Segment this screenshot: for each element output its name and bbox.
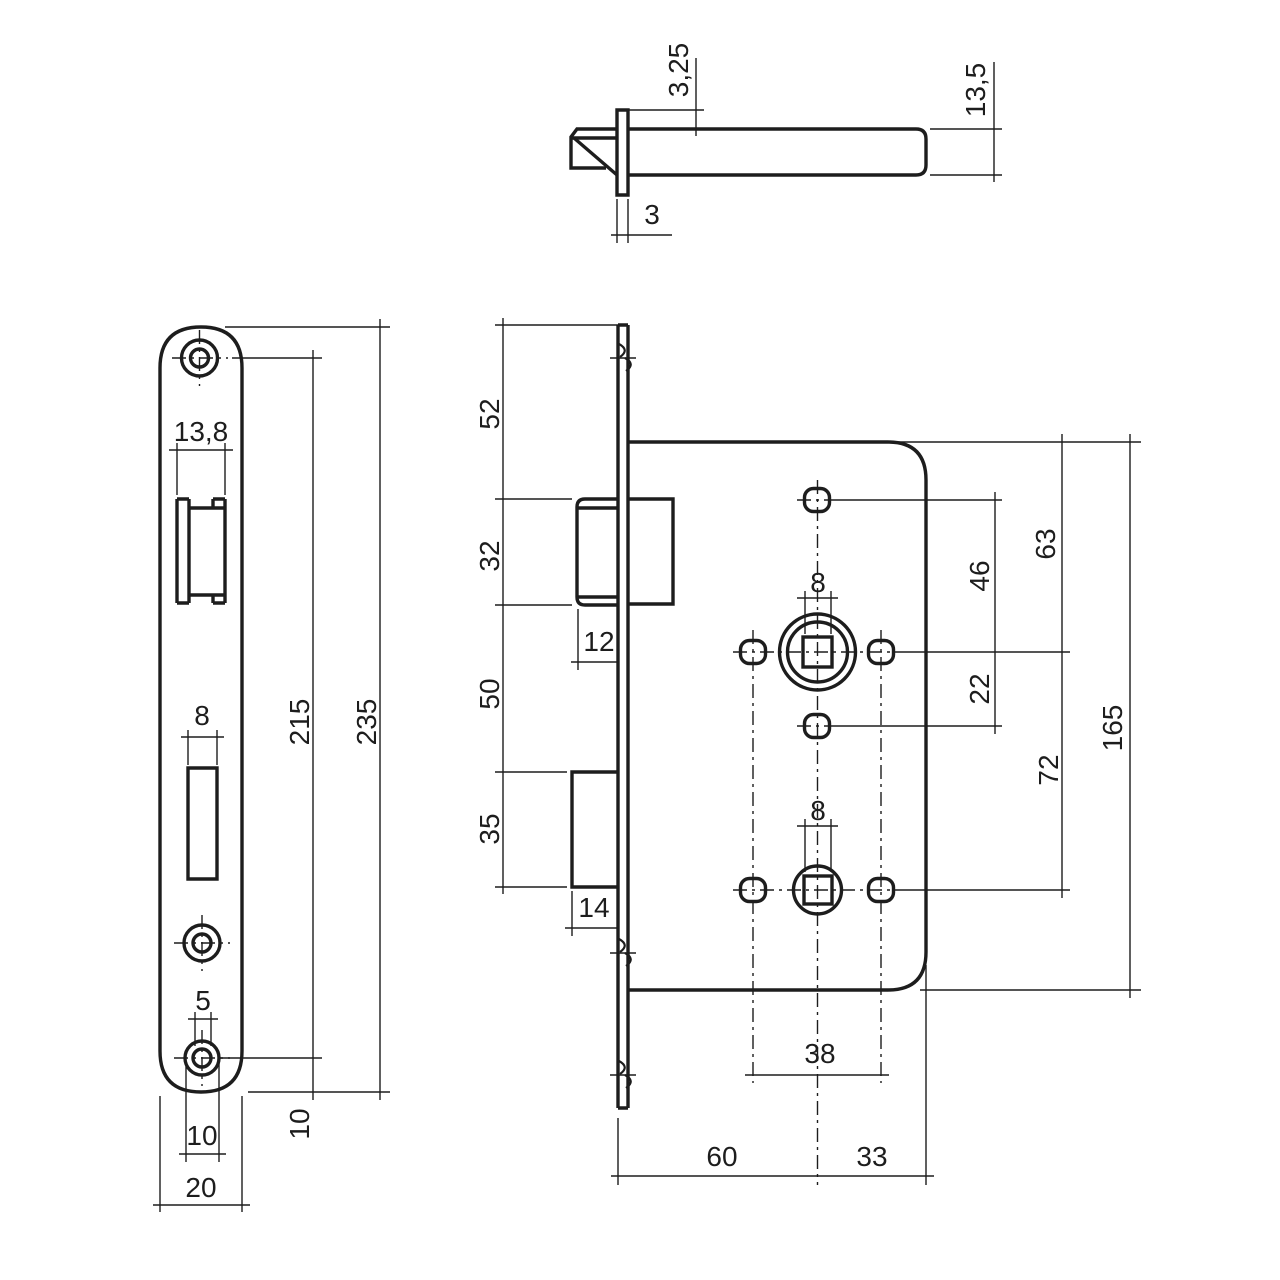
latch-bevel-line <box>572 136 619 177</box>
screw-hole-top-outer <box>179 338 220 378</box>
dim-label-20: 20 <box>185 1172 216 1203</box>
fixing-hole-lower-right <box>866 876 896 904</box>
dim-label-46: 46 <box>964 560 995 591</box>
dim-label-235: 235 <box>351 699 382 746</box>
dim-label-8-cutout: 8 <box>194 700 210 731</box>
dim-label-72: 72 <box>1033 754 1064 785</box>
deadbolt-cutout <box>186 766 219 881</box>
spindle-square-lower <box>802 874 834 906</box>
screw-hole-middle-inner <box>191 932 213 954</box>
dim-label-3-25: 3,25 <box>663 43 694 98</box>
dim-label-60: 60 <box>706 1141 737 1172</box>
dim-label-13-5: 13,5 <box>960 63 991 118</box>
spindle-follower-lower <box>791 864 844 916</box>
case-dimension-lines <box>495 318 1141 1185</box>
latch-head-side <box>575 497 618 607</box>
case-faceplate-strip <box>616 323 630 1110</box>
case-centerline-extensions <box>834 499 1070 891</box>
dim-label-165: 165 <box>1097 705 1128 752</box>
latch-profile-view: 3,25 13,5 3 <box>569 43 1002 243</box>
screw-hole-bottom-outer <box>183 1039 221 1077</box>
dim-label-63: 63 <box>1030 528 1061 559</box>
fixing-hole-below-spindle <box>802 712 832 740</box>
faceplate-dimension-lines <box>153 319 390 1212</box>
lock-case-side-view: 52 32 50 35 12 14 8 8 46 22 63 72 165 38… <box>474 318 1141 1185</box>
strip-break-marks <box>610 343 636 1089</box>
faceplate-plate <box>158 325 244 1094</box>
spindle-square-upper <box>801 635 834 669</box>
dim-label-10-width: 10 <box>186 1120 217 1151</box>
dim-label-8-upper: 8 <box>810 567 826 598</box>
latch-profile-dimension-lines <box>611 58 1002 243</box>
screw-hole-bottom-inner <box>191 1047 213 1069</box>
dim-label-52: 52 <box>474 398 505 429</box>
dim-label-12: 12 <box>583 626 614 657</box>
dim-label-35: 35 <box>474 813 505 844</box>
fixing-hole-top <box>802 486 832 514</box>
case-outline <box>570 323 928 1110</box>
case-body <box>628 440 928 992</box>
dim-label-215: 215 <box>284 699 315 746</box>
spindle-follower-outer <box>777 612 858 692</box>
dim-label-22: 22 <box>964 673 995 704</box>
fixing-hole-lower-left <box>738 876 768 904</box>
faceplate-front-view: 13,8 8 5 10 20 215 235 10 <box>153 319 390 1212</box>
fixing-hole-upper-left <box>738 638 768 666</box>
dim-label-33: 33 <box>856 1141 887 1172</box>
dim-label-13-8: 13,8 <box>174 416 229 447</box>
dim-label-14: 14 <box>578 892 609 923</box>
dim-label-10-offset: 10 <box>284 1108 315 1139</box>
dim-label-3: 3 <box>644 199 660 230</box>
faceplate-outline <box>158 325 244 1094</box>
dim-label-8-lower: 8 <box>810 795 826 826</box>
dim-label-32: 32 <box>474 540 505 571</box>
dim-label-50: 50 <box>474 678 505 709</box>
latch-profile-outline <box>569 108 928 197</box>
screw-hole-top-inner <box>188 347 211 369</box>
deadbolt-side <box>570 770 618 889</box>
latch-faceplate-bar <box>615 108 630 197</box>
fixing-hole-upper-right <box>866 638 896 666</box>
screw-hole-middle-outer <box>182 923 222 963</box>
latch-body-side <box>629 497 675 606</box>
spindle-follower-inner <box>785 620 850 684</box>
dim-label-38: 38 <box>804 1038 835 1069</box>
latch-head-outline <box>569 127 617 170</box>
dim-label-5: 5 <box>195 985 211 1016</box>
latch-cutout <box>175 497 227 605</box>
latch-body <box>628 127 928 177</box>
